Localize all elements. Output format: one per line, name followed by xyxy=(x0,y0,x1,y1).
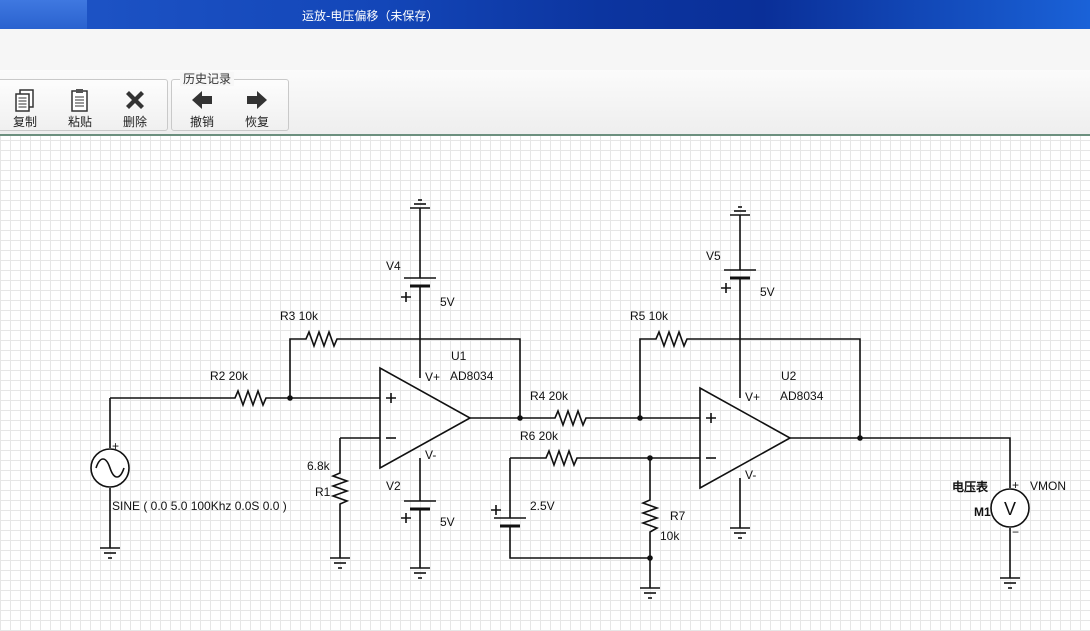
label-u1-vminus: V- xyxy=(425,448,436,462)
resistor-r1[interactable] xyxy=(330,470,350,506)
label-u2-vminus: V- xyxy=(745,468,756,482)
wires-stage2 xyxy=(509,215,1011,588)
label-v4: V4 xyxy=(386,259,401,273)
schematic-canvas[interactable]: V4 5V V2 5V V5 5V R3 10k R2 20k 6.8k R1 … xyxy=(0,136,1090,631)
opamp-u2[interactable] xyxy=(699,386,792,490)
battery-vref[interactable] xyxy=(491,505,526,528)
wires-stage1 xyxy=(109,215,552,568)
label-r7-value: 10k xyxy=(660,529,680,543)
window-title: 运放-电压偏移（未保存） xyxy=(302,9,439,23)
label-v2: V2 xyxy=(386,479,401,493)
resistor-r3[interactable] xyxy=(303,329,339,349)
opamp-u1[interactable] xyxy=(379,366,472,470)
label-v5-value: 5V xyxy=(760,285,775,299)
label-r4: R4 20k xyxy=(530,389,569,403)
label-u1: U1 xyxy=(451,349,467,363)
component-labels: V4 5V V2 5V V5 5V R3 10k R2 20k 6.8k R1 … xyxy=(112,249,1066,543)
label-u2-vplus: V+ xyxy=(745,390,760,404)
label-vref: 2.5V xyxy=(530,499,555,513)
copy-icon xyxy=(15,89,34,112)
edit-group: 复制 粘贴 删除 xyxy=(0,79,168,131)
delete-button[interactable]: 删除 xyxy=(113,86,157,129)
resistor-r7[interactable] xyxy=(640,495,660,537)
undo-button[interactable]: 撤销 xyxy=(180,86,224,129)
label-v5: V5 xyxy=(706,249,721,263)
history-group-title: 历史记录 xyxy=(180,72,235,86)
resistor-r2[interactable] xyxy=(232,388,268,408)
label-v4-value: 5V xyxy=(440,295,455,309)
label-u1-part: AD8034 xyxy=(450,369,494,383)
label-meter: 电压表 xyxy=(952,479,989,494)
copy-label: 复制 xyxy=(12,115,37,129)
label-v2-value: 5V xyxy=(440,515,455,529)
label-r3: R3 10k xyxy=(280,309,319,323)
label-meter-net: VMON xyxy=(1030,479,1066,493)
undo-label: 撤销 xyxy=(189,115,214,129)
title-bar-app-area xyxy=(0,0,87,29)
battery-v5[interactable] xyxy=(721,269,756,293)
label-r5: R5 10k xyxy=(630,309,669,323)
label-u1-vplus: V+ xyxy=(425,370,440,384)
label-meter-minus: − xyxy=(1012,525,1019,539)
paste-icon xyxy=(71,89,88,112)
schematic-diagram: V4 5V V2 5V V5 5V R3 10k R2 20k 6.8k R1 … xyxy=(90,199,1066,599)
copy-button[interactable]: 复制 xyxy=(3,86,47,129)
label-meter-id: M1 xyxy=(974,505,991,519)
redo-button[interactable]: 恢复 xyxy=(235,86,279,129)
arrow-right-icon xyxy=(247,91,267,109)
resistor-r4[interactable] xyxy=(552,408,588,428)
label-sine-plus: + xyxy=(112,439,119,453)
label-u2: U2 xyxy=(781,369,797,383)
battery-v4[interactable] xyxy=(401,277,436,302)
paste-button[interactable]: 粘贴 xyxy=(58,86,102,129)
resistor-r5[interactable] xyxy=(653,329,689,349)
junctions xyxy=(287,395,863,561)
label-r2: R2 20k xyxy=(210,369,249,383)
voltmeter-m1[interactable] xyxy=(990,488,1030,528)
delete-icon xyxy=(126,91,144,109)
arrow-left-icon xyxy=(192,91,212,109)
label-r6: R6 20k xyxy=(520,429,559,443)
label-r7: R7 xyxy=(670,509,686,523)
battery-v2[interactable] xyxy=(401,500,436,523)
history-group: 历史记录 撤销 恢复 xyxy=(171,72,289,131)
sine-source[interactable] xyxy=(90,448,130,488)
menu-band xyxy=(0,29,1090,71)
redo-label: 恢复 xyxy=(244,115,269,129)
label-meter-plus: + xyxy=(1012,478,1019,492)
meter-symbol: V xyxy=(1004,499,1016,519)
toolbar-ribbon: 复制 粘贴 删除 历史记录 撤销 xyxy=(0,70,1090,136)
label-r1-value: 6.8k xyxy=(307,459,331,473)
label-sine: SINE ( 0.0 5.0 100Khz 0.0S 0.0 ) xyxy=(112,499,287,513)
label-r1: R1 xyxy=(315,485,331,499)
ground-icon xyxy=(100,199,1020,599)
resistor-r6[interactable] xyxy=(543,448,579,468)
label-u2-part: AD8034 xyxy=(780,389,824,403)
paste-label: 粘贴 xyxy=(67,115,92,129)
title-bar: 运放-电压偏移（未保存） xyxy=(0,0,1090,29)
delete-label: 删除 xyxy=(122,115,147,129)
